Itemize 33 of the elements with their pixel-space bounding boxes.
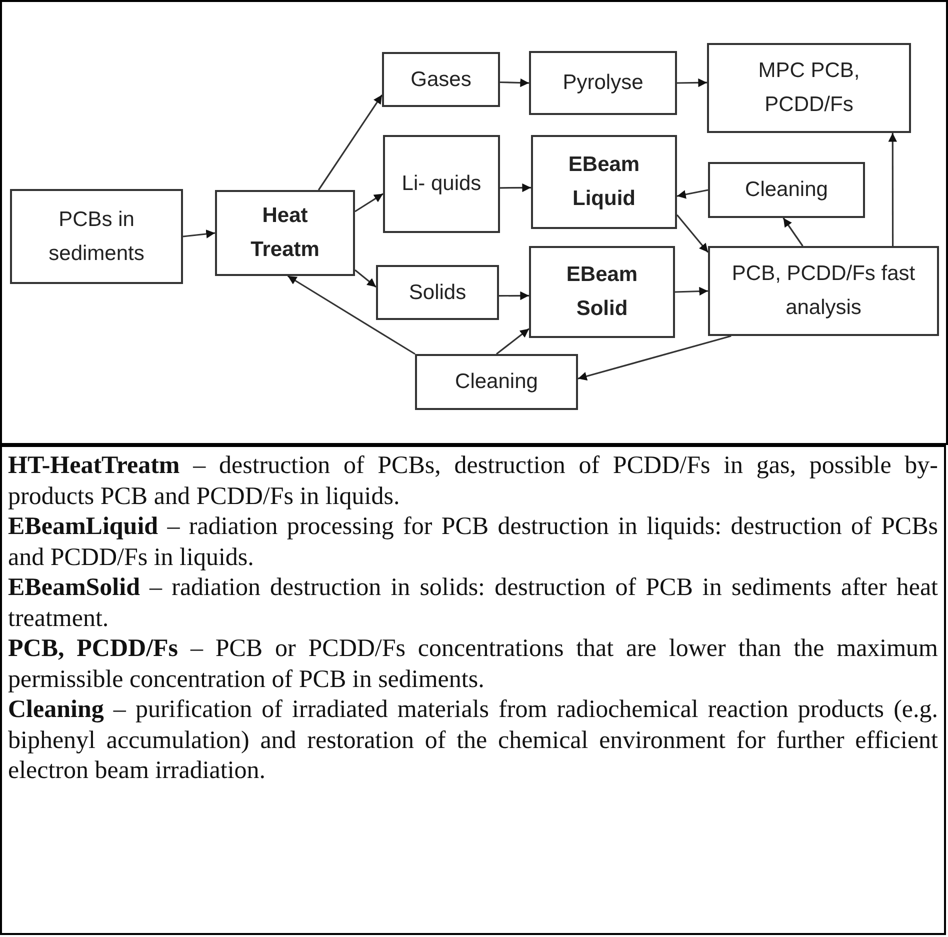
process-box: PCBs in sediments [10,189,183,284]
process-box: EBeam Liquid [531,135,677,229]
arrow [676,78,708,88]
arrow [182,230,216,238]
process-box: Cleaning [415,354,578,410]
arrow [354,193,384,212]
process-box: Gases [382,52,500,107]
arrow [782,218,804,246]
arrow [500,78,530,88]
arrow [674,286,708,296]
definition-text: Cleaning – purification of irradiated materials from radiochemical reaction products (e.g. biphenyl accumulation) and restoration of the chemical environment for further efficient electron beam irradiation. [8,695,938,786]
arrow [318,94,383,190]
arrow [676,214,709,253]
arrow [888,133,898,246]
definition-text: EBeamSolid – radiation destruction in solids: destruction of PCB in sediments after heat treatment. [8,573,938,634]
definition-text: EBeamLiquid – radiation processing for PCB destruction in liquids: destruction of PCBs and PCDD/Fs in liquids. [8,512,938,572]
process-box: Cleaning [708,162,865,218]
process-box: EBeam Solid [529,246,675,338]
arrow [354,269,376,288]
arrow [500,183,531,192]
process-box: MPC PCB, PCDD/Fs [707,43,911,133]
arrow [499,291,529,300]
process-box: Li- quids [383,135,500,233]
definition-text: HT-HeatTreatm – destruction of PCBs, destruction of PCDD/Fs in gas, possible by-products PCB and PCDD/Fs in liquids. [8,451,938,512]
process-box: PCB, PCDD/Fs fast analysis [708,246,939,336]
process-box: Solids [376,265,499,320]
arrow [287,275,416,355]
arrow [496,328,530,355]
arrow [676,189,708,199]
process-box: Heat Treatm [215,190,355,276]
definition-text: PCB, PCDD/Fs – PCB or PCDD/Fs concentrations that are lower than the maximum permissible concentration of PCB in sediments. [8,634,938,694]
process-box: Pyrolyse [529,51,677,115]
arrow [578,335,732,381]
